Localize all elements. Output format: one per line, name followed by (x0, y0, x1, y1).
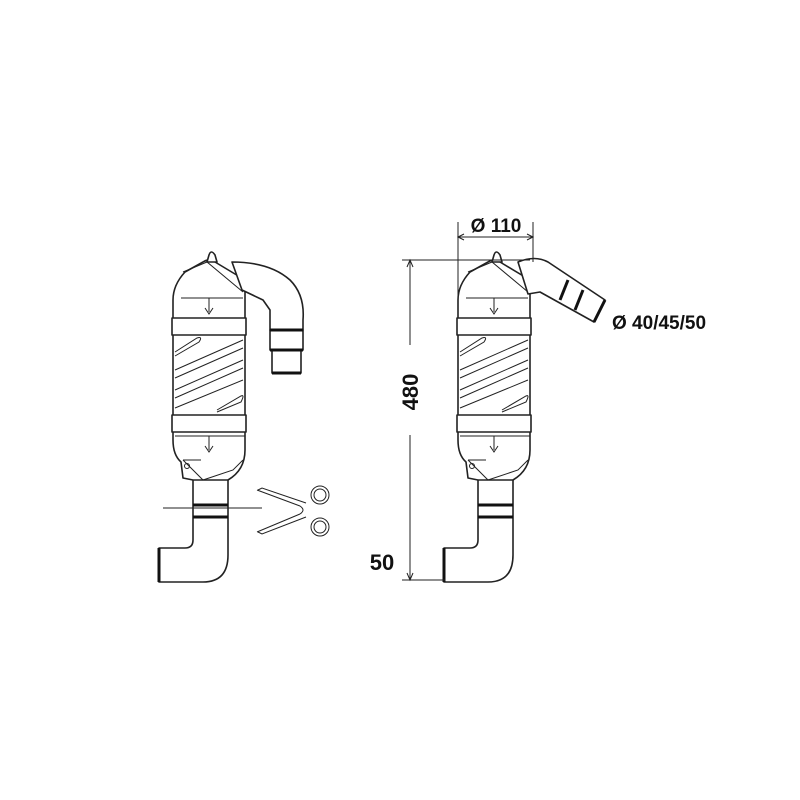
muffler-left (157, 250, 330, 584)
diameter-110-label: Ø 110 (471, 216, 522, 237)
scissors-icon (256, 485, 330, 537)
offset-50-label: 50 (370, 550, 394, 575)
angled-outlet (517, 257, 606, 323)
height-480-label: 480 (398, 374, 423, 411)
hose-diameter-label: Ø 40/45/50 (612, 313, 706, 334)
muffler-right (442, 250, 607, 584)
dimension-lines (402, 222, 535, 582)
